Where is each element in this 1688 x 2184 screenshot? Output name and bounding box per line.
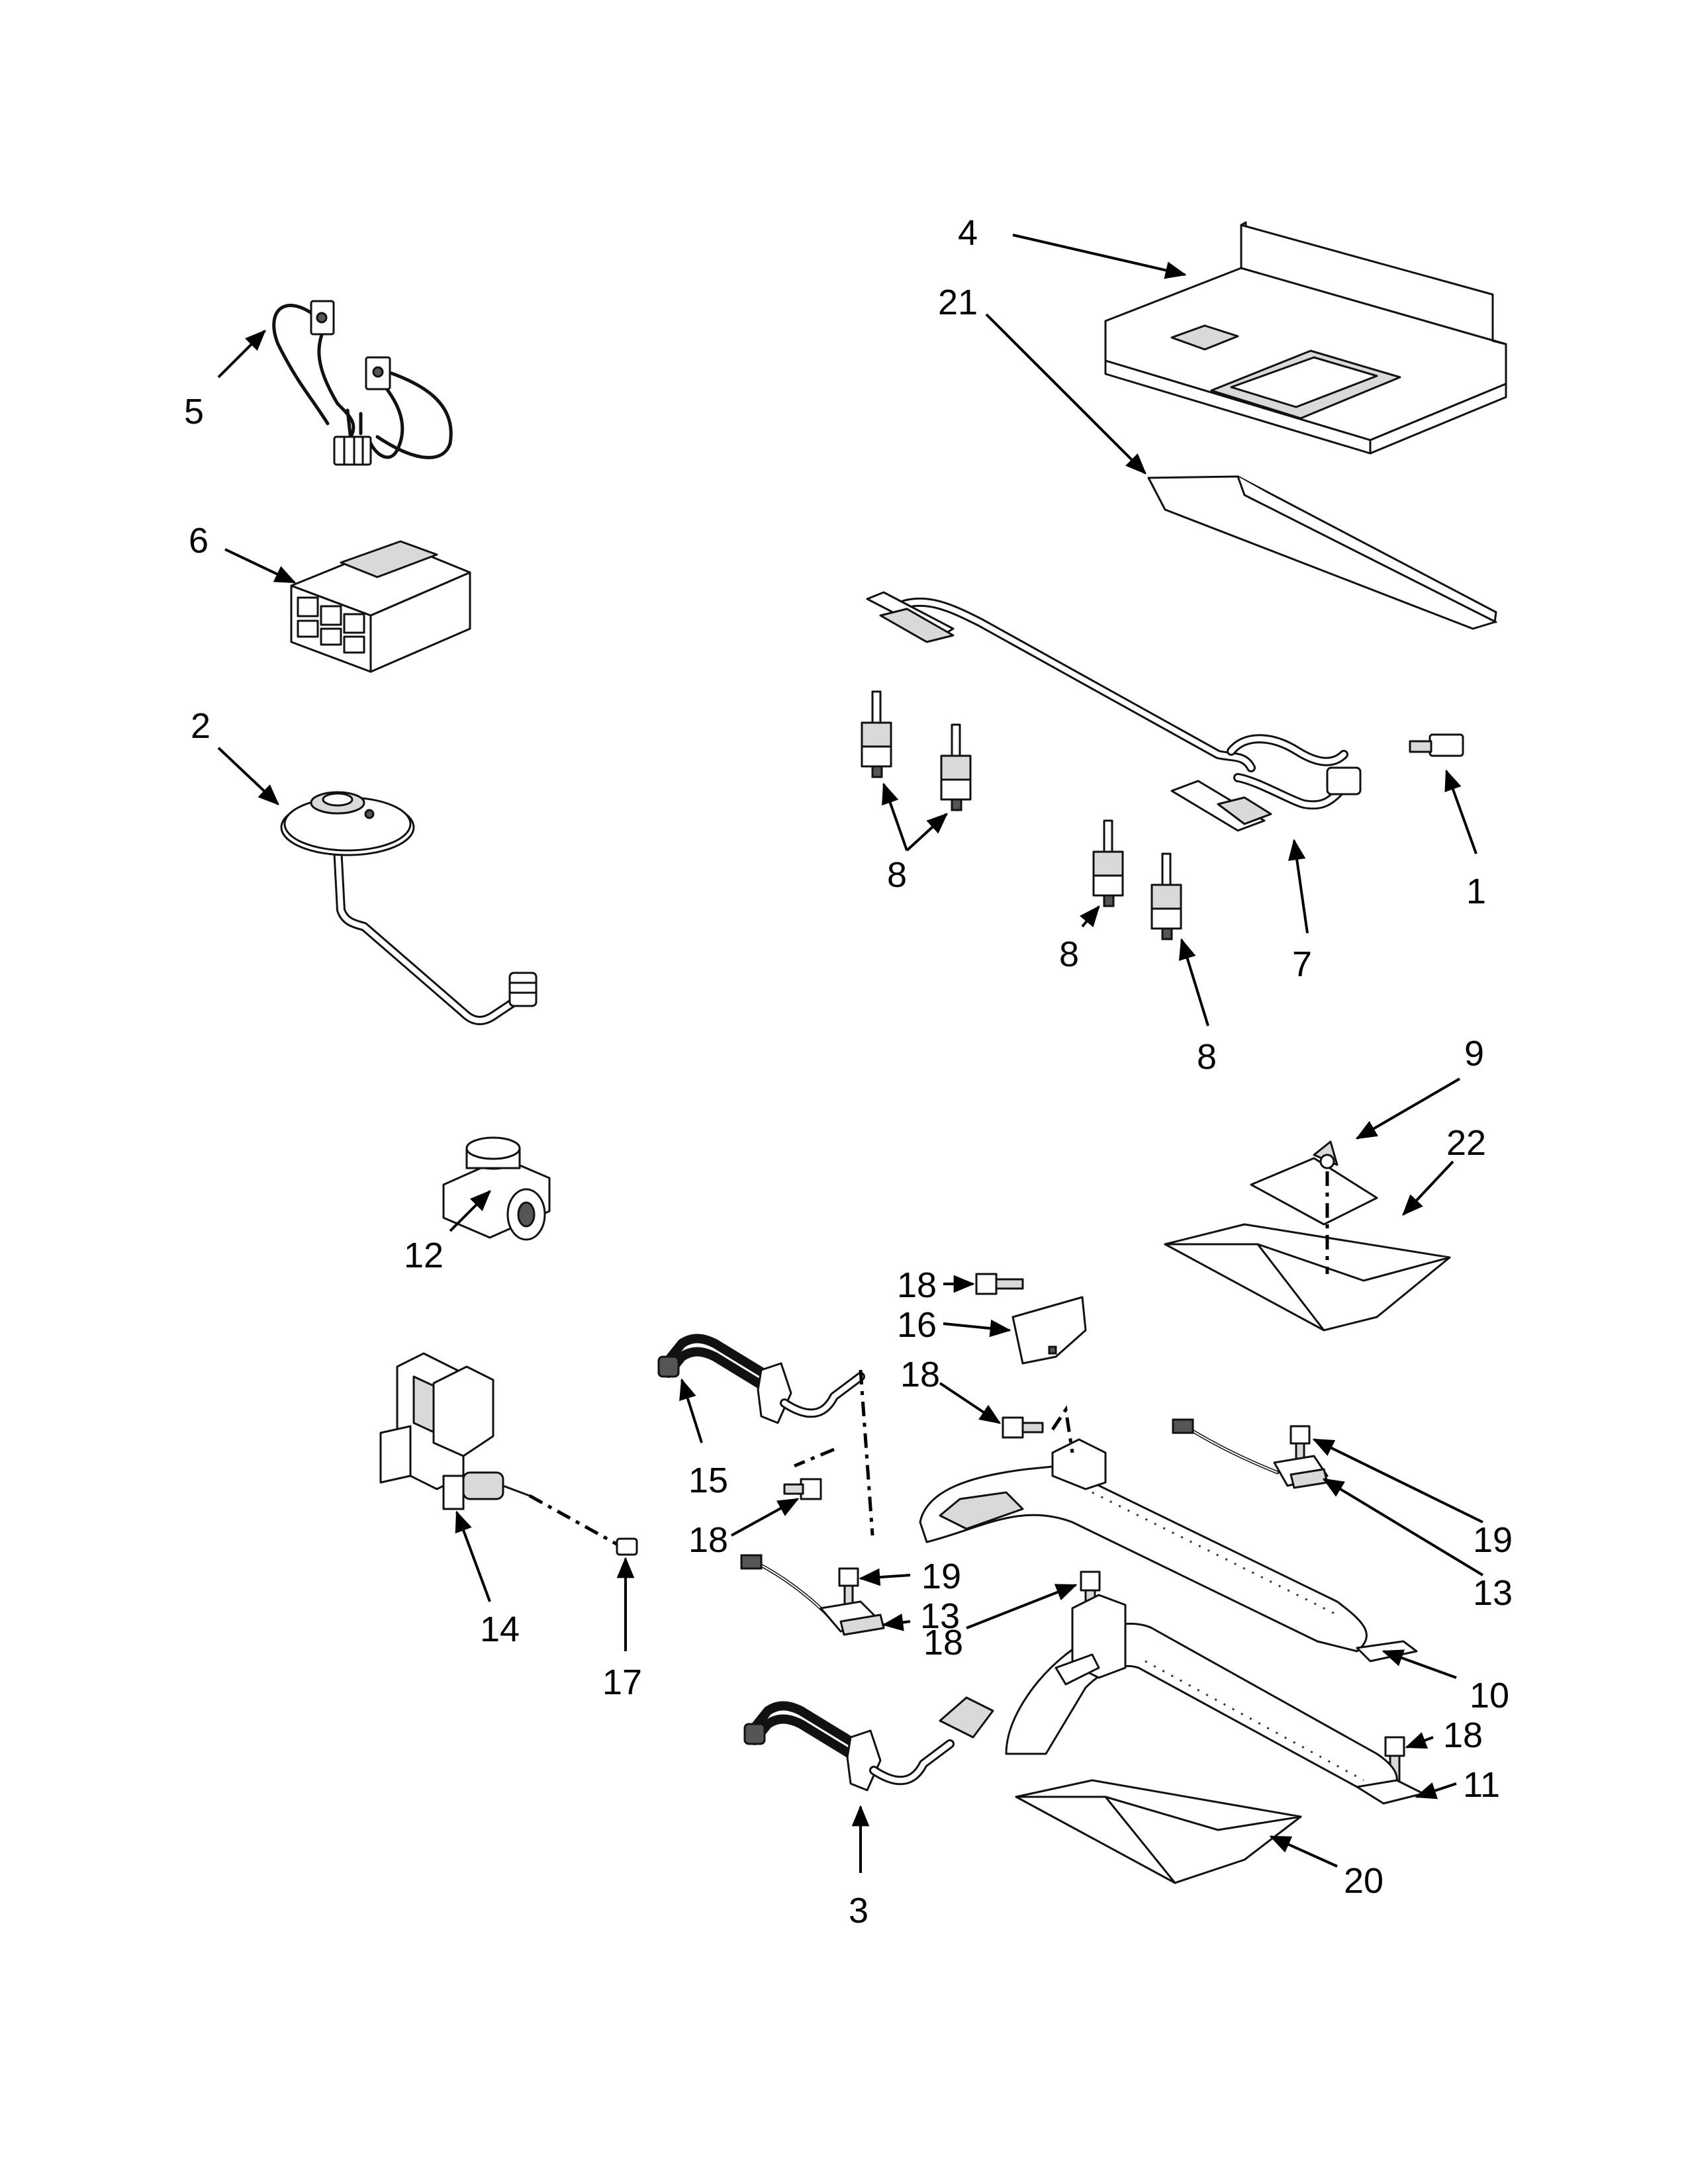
callout-18-b: 18 (900, 1355, 940, 1394)
part-8-valve-d (1150, 852, 1182, 940)
part-11-lower-burner (939, 1594, 1425, 1805)
part-7-manifold (866, 591, 1362, 832)
part-21-shield (1147, 475, 1497, 630)
callout-8-b: 8 (1059, 934, 1079, 974)
part-4-plate (1104, 221, 1507, 455)
callout-2: 2 (191, 706, 211, 746)
part-13-electrode-b (1172, 1418, 1329, 1489)
callout-10: 10 (1470, 1676, 1509, 1715)
callout-5: 5 (184, 392, 204, 432)
part-8-valve-b (940, 723, 972, 811)
part-6-module (290, 540, 471, 673)
part-17-orifice (616, 1537, 638, 1556)
part-15-assembly-line (859, 1369, 874, 1536)
part-12-regulator (442, 1136, 551, 1241)
callout-22: 22 (1446, 1123, 1486, 1163)
callout-11: 11 (1463, 1765, 1500, 1805)
part-18-screw-b (1002, 1416, 1044, 1439)
callout-9: 9 (1464, 1034, 1484, 1073)
callout-6: 6 (189, 521, 209, 561)
callout-7: 7 (1292, 944, 1312, 984)
callout-14: 14 (480, 1610, 520, 1649)
part-8-valve-c (1092, 819, 1124, 907)
callout-21: 21 (938, 283, 978, 322)
callout-8-a: 8 (887, 855, 907, 895)
callout-3: 3 (849, 1891, 868, 1931)
callout-15: 15 (688, 1461, 728, 1500)
callout-20: 20 (1344, 1861, 1383, 1901)
callout-19-a: 19 (921, 1557, 961, 1596)
part-8-valve-a (861, 690, 892, 778)
part-18b-assembly-line (794, 1447, 835, 1468)
part-18-screw-c (783, 1478, 822, 1500)
part-10-burner-tube (919, 1438, 1418, 1662)
part-18-screw-a (975, 1273, 1024, 1295)
part-14-igniter (379, 1352, 531, 1510)
part-20-lower-baffle (1015, 1779, 1302, 1884)
part-5-wire-harness (272, 300, 453, 466)
callout-13-b: 13 (1473, 1573, 1513, 1613)
callout-18-d: 18 (923, 1623, 963, 1662)
callout-19-b: 19 (1473, 1520, 1513, 1560)
callout-18-a: 18 (897, 1265, 937, 1305)
callout-4: 4 (958, 213, 978, 253)
leader-lines (217, 234, 1484, 1873)
part-2-burner (280, 791, 538, 1025)
part-18a-assembly-line (1051, 1405, 1074, 1453)
callout-18-e: 18 (1443, 1715, 1483, 1755)
callout-16: 16 (897, 1305, 937, 1345)
part-15-tube (657, 1334, 865, 1424)
callout-13-a: 13 (920, 1596, 960, 1636)
part-22-baffle (1164, 1157, 1451, 1332)
callout-18-c: 18 (688, 1520, 728, 1560)
part-9-wing-nut (1313, 1140, 1338, 1169)
part-13-electrode-a (740, 1554, 885, 1636)
part-14-assembly-line (528, 1494, 620, 1547)
callout-8-c: 8 (1197, 1037, 1217, 1077)
part-3-tube (743, 1701, 955, 1792)
part-16-bracket (1011, 1296, 1087, 1365)
callout-labels: 4 21 5 6 2 1 8 8 8 7 9 22 12 18 16 18 15… (184, 213, 1513, 1931)
callout-17: 17 (602, 1662, 642, 1702)
callout-1: 1 (1466, 872, 1486, 911)
callout-12: 12 (404, 1236, 444, 1275)
part-1-screw (1409, 733, 1464, 757)
